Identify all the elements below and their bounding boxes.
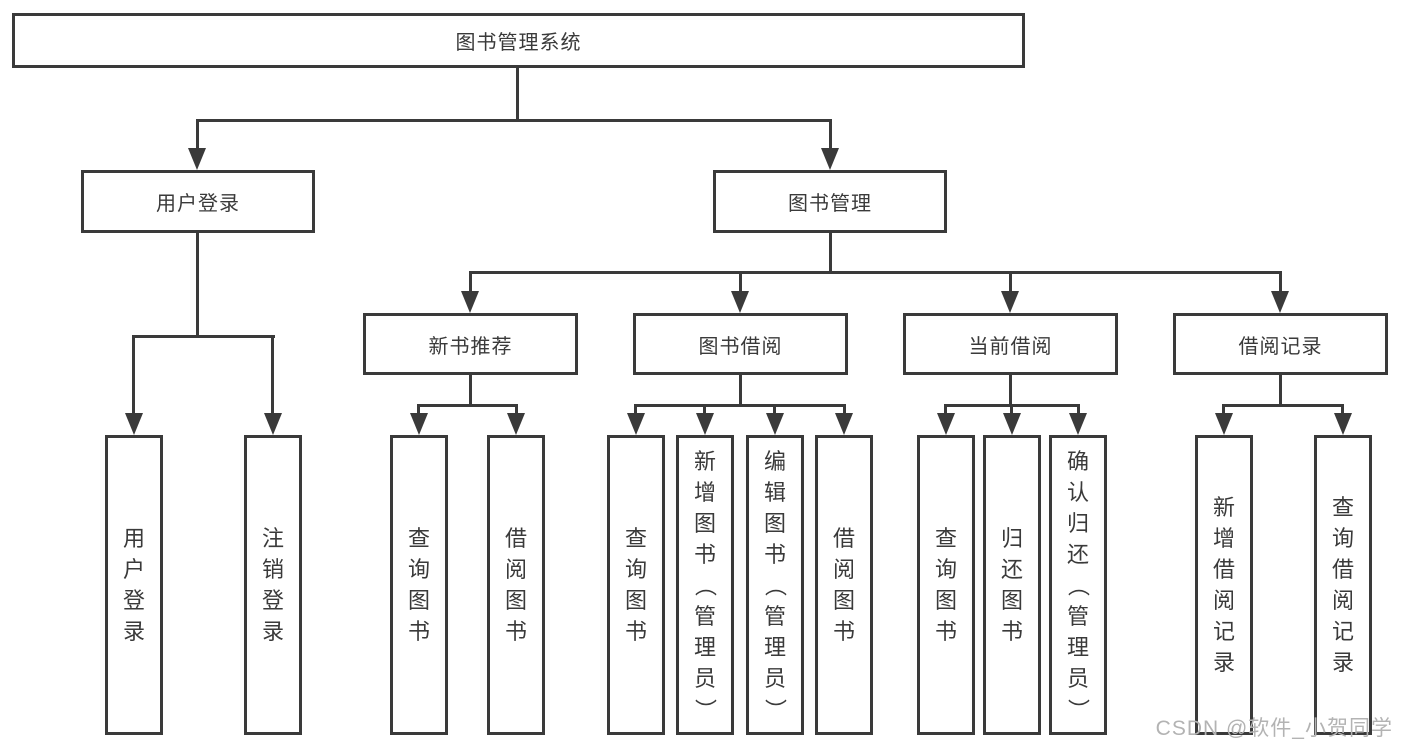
arrow-down-icon xyxy=(766,413,784,435)
connector-line xyxy=(703,404,706,417)
leaf-node-logout: 注销登录 xyxy=(244,435,302,735)
connector-line xyxy=(1010,404,1013,417)
arrow-down-icon xyxy=(627,413,645,435)
node-book-borrow: 图书借阅 xyxy=(633,313,848,375)
arrow-down-icon xyxy=(1069,413,1087,435)
leaf-node-edit-books-admin: 编辑图书（管理员） xyxy=(746,435,804,735)
leaf-label: 注销登录 xyxy=(261,526,284,644)
node-book-mgmt-label: 图书管理 xyxy=(788,193,872,215)
node-root-system: 图书管理系统 xyxy=(12,13,1025,68)
leaf-node-borrow-books: 借阅图书 xyxy=(815,435,873,735)
connector-line xyxy=(773,404,776,417)
leaf-node-return-books: 归还图书 xyxy=(983,435,1041,735)
connector-line xyxy=(1009,271,1012,295)
leaf-node-add-borrow-record: 新增借阅记录 xyxy=(1195,435,1253,735)
connector-line xyxy=(843,404,846,417)
connector-line xyxy=(739,271,742,295)
node-current-borrow-label: 当前借阅 xyxy=(968,335,1053,358)
node-root-label: 图书管理系统 xyxy=(455,32,582,54)
connector-line xyxy=(829,119,832,155)
connector-line xyxy=(1077,404,1080,417)
node-current-borrow: 当前借阅 xyxy=(903,313,1118,375)
node-borrow-record: 借阅记录 xyxy=(1173,313,1388,375)
leaf-label: 归还图书 xyxy=(1000,526,1023,644)
connector-line xyxy=(132,335,275,338)
watermark: CSDN @软件_小贺同学 xyxy=(1155,717,1393,740)
arrow-down-icon xyxy=(937,413,955,435)
leaf-label: 借阅图书 xyxy=(504,526,527,644)
connector-line xyxy=(944,404,947,417)
leaf-node-query-books-current: 查询图书 xyxy=(917,435,975,735)
connector-line xyxy=(1341,404,1344,417)
connector-line xyxy=(469,271,1282,274)
node-book-borrow-label: 图书借阅 xyxy=(698,335,783,358)
leaf-label: 查询图书 xyxy=(407,526,430,644)
connector-line xyxy=(469,271,472,295)
leaf-label: 查询借阅记录 xyxy=(1331,495,1354,675)
leaf-label: 确认归还（管理员） xyxy=(1065,448,1091,721)
arrow-down-icon xyxy=(821,148,839,170)
connector-line xyxy=(196,119,832,122)
node-user-login: 用户登录 xyxy=(81,170,315,233)
arrow-down-icon xyxy=(410,413,428,435)
node-book-mgmt: 图书管理 xyxy=(713,170,947,233)
connector-line xyxy=(196,119,199,155)
connector-line xyxy=(417,404,518,407)
leaf-label: 新增借阅记录 xyxy=(1212,495,1235,675)
arrow-down-icon xyxy=(1215,413,1233,435)
leaf-node-user-login: 用户登录 xyxy=(105,435,163,735)
connector-line xyxy=(417,404,420,417)
connector-line xyxy=(516,68,519,120)
leaf-label: 新增图书（管理员） xyxy=(692,448,718,721)
connector-line xyxy=(196,233,199,337)
connector-line xyxy=(515,404,518,417)
connector-line xyxy=(469,375,472,406)
connector-line xyxy=(1279,375,1282,406)
connector-line xyxy=(634,404,846,407)
connector-line xyxy=(634,404,637,417)
leaf-label: 借阅图书 xyxy=(832,526,855,644)
leaf-label: 用户登录 xyxy=(122,526,145,644)
arrow-down-icon xyxy=(1001,291,1019,313)
arrow-down-icon xyxy=(1003,413,1021,435)
node-new-book-rec: 新书推荐 xyxy=(363,313,578,375)
connector-line xyxy=(829,233,832,273)
leaf-node-add-books-admin: 新增图书（管理员） xyxy=(676,435,734,735)
arrow-down-icon xyxy=(125,413,143,435)
leaf-label: 查询图书 xyxy=(624,526,647,644)
node-new-book-rec-label: 新书推荐 xyxy=(428,335,513,358)
leaf-node-confirm-return-admin: 确认归还（管理员） xyxy=(1049,435,1107,735)
arrow-down-icon xyxy=(507,413,525,435)
node-borrow-record-label: 借阅记录 xyxy=(1238,335,1323,358)
arrow-down-icon xyxy=(1271,291,1289,313)
leaf-label: 查询图书 xyxy=(934,526,957,644)
leaf-node-borrow-books-rec: 借阅图书 xyxy=(487,435,545,735)
connector-line xyxy=(739,375,742,406)
connector-line xyxy=(271,335,274,417)
connector-line xyxy=(1222,404,1343,407)
arrow-down-icon xyxy=(461,291,479,313)
leaf-node-query-books: 查询图书 xyxy=(607,435,665,735)
arrow-down-icon xyxy=(696,413,714,435)
connector-line xyxy=(1279,271,1282,295)
connector-line xyxy=(132,335,135,417)
arrow-down-icon xyxy=(188,148,206,170)
node-user-login-label: 用户登录 xyxy=(156,193,240,215)
leaf-node-query-books-rec: 查询图书 xyxy=(390,435,448,735)
arrow-down-icon xyxy=(264,413,282,435)
arrow-down-icon xyxy=(1334,413,1352,435)
connector-line xyxy=(1009,375,1012,406)
leaf-node-query-borrow-record: 查询借阅记录 xyxy=(1314,435,1372,735)
connector-line xyxy=(1222,404,1225,417)
arrow-down-icon xyxy=(731,291,749,313)
leaf-label: 编辑图书（管理员） xyxy=(762,448,788,721)
arrow-down-icon xyxy=(835,413,853,435)
